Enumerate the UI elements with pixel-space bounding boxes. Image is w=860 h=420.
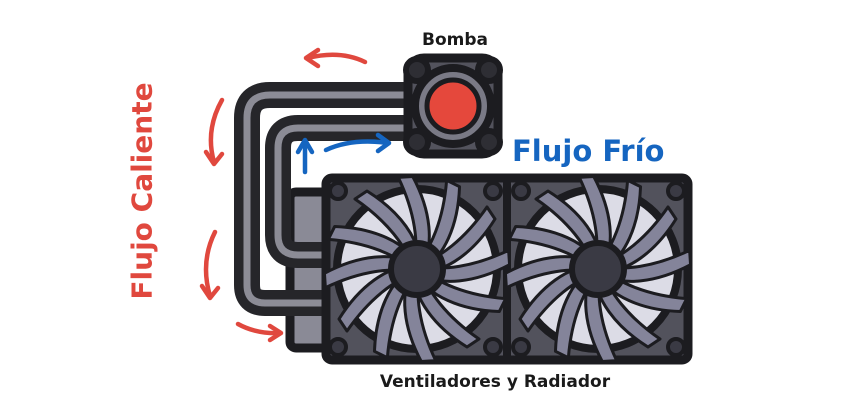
arrow-icon bbox=[235, 321, 284, 343]
pump-icon bbox=[403, 53, 503, 159]
hot-flow-arrows bbox=[199, 47, 368, 343]
cold-flow-arrows bbox=[295, 132, 392, 175]
tube-icon bbox=[234, 82, 428, 316]
pump-label: Bomba bbox=[422, 30, 488, 50]
arrow-icon bbox=[199, 229, 221, 301]
screw-icons bbox=[328, 181, 686, 357]
fan-icon bbox=[497, 168, 699, 370]
radiator-label: Ventiladores y Radiador bbox=[379, 372, 611, 392]
fan-icon bbox=[316, 168, 518, 370]
arrow-icon bbox=[203, 97, 225, 167]
arrow-icon bbox=[295, 137, 315, 175]
hot-flow-label: Flujo Caliente bbox=[125, 82, 159, 300]
arrow-icon bbox=[323, 132, 392, 154]
arrow-icon bbox=[303, 47, 368, 69]
cold-flow-label: Flujo Frío bbox=[512, 134, 665, 168]
